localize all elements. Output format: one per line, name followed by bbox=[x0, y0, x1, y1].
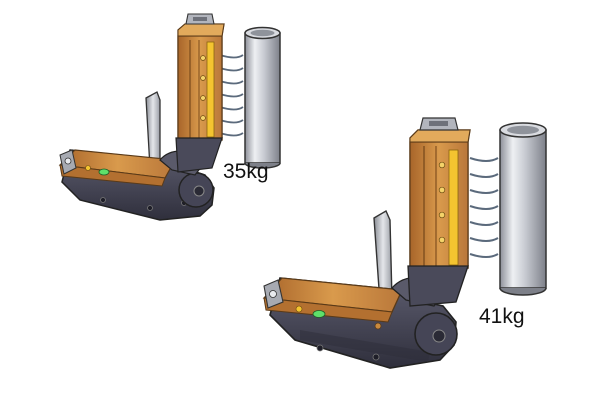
large-magnet-group bbox=[262, 117, 547, 369]
green-indicator-icon bbox=[98, 168, 110, 176]
magnetic-field-lines-icon bbox=[469, 157, 499, 258]
green-indicator-icon bbox=[312, 310, 326, 318]
weight-label-large: 41kg bbox=[479, 305, 525, 328]
small-magnet-group bbox=[58, 13, 281, 221]
release-lever-icon bbox=[145, 91, 161, 169]
vertical-magnet-block bbox=[175, 13, 225, 173]
weight-label-small: 35kg bbox=[223, 160, 269, 183]
vertical-magnet-block bbox=[407, 117, 471, 307]
steel-tube-icon bbox=[244, 26, 281, 169]
steel-tube-icon bbox=[499, 122, 547, 296]
magnetic-field-lines-icon bbox=[219, 54, 244, 137]
